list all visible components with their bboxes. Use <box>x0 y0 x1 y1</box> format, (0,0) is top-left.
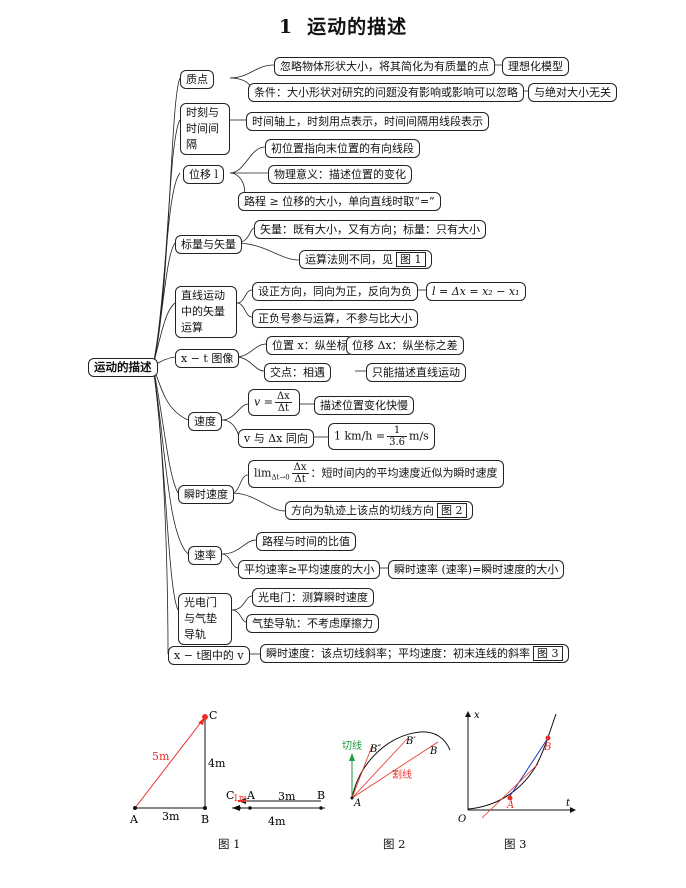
node-weiyi-c: 路程 ≥ 位移的大小，单向直线时取“=” <box>238 192 441 211</box>
node-shike: 时刻与时间间隔 <box>180 103 230 155</box>
node-zhidian-a2: 理想化模型 <box>502 57 569 76</box>
fig1-label-C: C <box>209 709 217 722</box>
fig2-secant: 割线 <box>392 768 412 781</box>
node-weiyi-a: 初位置指向末位置的有向线段 <box>265 139 420 158</box>
node-biaoliang: 标量与矢量 <box>175 235 242 254</box>
fig1-label-B: B <box>201 813 209 826</box>
node-guangdian-b: 气垫导轨：不考虑摩擦力 <box>246 614 379 633</box>
fig3-label-x: x <box>474 710 480 721</box>
node-sudu-a2: 描述位置变化快慢 <box>314 396 414 415</box>
figure-2-caption: 图 2 <box>383 837 406 851</box>
node-xt-a2: 位移 Δx：纵坐标之差 <box>346 336 464 355</box>
node-biaoliang-b: 运算法则不同，见图 1 <box>299 250 432 269</box>
node-xt-a: 位置 x：纵坐标 <box>266 336 354 355</box>
fig1-label-BC: 4m <box>208 757 226 770</box>
figure-ref: 图 3 <box>533 646 563 661</box>
figure-2: A B B′ B″ 切线 割线 <box>342 731 451 809</box>
fig2-label-A: A <box>353 798 361 809</box>
node-sudu-b: v 与 Δx 同向 <box>238 429 314 448</box>
fig2-label-B1: B′ <box>405 736 416 747</box>
figure-3-caption: 图 3 <box>504 837 527 851</box>
node-shunshi-b: 方向为轨迹上该点的切线方向图 2 <box>285 501 473 520</box>
node-guangdian-a: 光电门：测算瞬时速度 <box>252 588 374 607</box>
fig1-label-AC: 5m <box>152 750 170 763</box>
node-sulv-b2: 瞬时速率 (速率)=瞬时速度的大小 <box>388 560 565 579</box>
figure-3: x t O A B <box>458 710 576 825</box>
node-weiyi-b: 物理意义：描述位置的变化 <box>268 165 412 184</box>
fig1-label-A: A <box>129 813 139 826</box>
node-xt-b: 交点：相遇 <box>264 363 331 382</box>
fig2-label-B: B <box>429 746 437 757</box>
node-sudu: 速度 <box>188 412 222 431</box>
node-biaoliang-a: 矢量：既有大小，又有方向；标量：只有大小 <box>254 220 486 239</box>
fig1-line-B: B <box>317 789 325 802</box>
node-xtv-a: 瞬时速度：该点切线斜率；平均速度：初末连线的斜率图 3 <box>260 644 569 663</box>
fig1-line-total: 4m <box>268 815 286 828</box>
node-sulv-b: 平均速率≥平均速度的大小 <box>238 560 381 579</box>
node-zhidian-a: 忽略物体形状大小，将其简化为有质量的点 <box>274 57 495 76</box>
fig3-label-t: t <box>566 798 571 809</box>
node-zhidian-b: 条件：大小形状对研究的问题没有影响或影响可以忽略 <box>248 83 524 102</box>
figure-ref: 图 1 <box>396 252 426 267</box>
figure-ref: 图 2 <box>437 503 467 518</box>
node-xtv: x − t图中的 v <box>168 646 250 665</box>
fig2-tangent: 切线 <box>342 739 362 752</box>
fig1-line-C: C <box>226 789 234 802</box>
node-guangdian: 光电门与气垫导轨 <box>178 593 232 645</box>
node-zhidian: 质点 <box>180 70 214 89</box>
node-xt-b2: 只能描述直线运动 <box>366 363 466 382</box>
fig2-label-B2: B″ <box>369 744 381 755</box>
node-sulv: 速率 <box>188 546 222 565</box>
fig3-label-B: B <box>543 742 551 753</box>
fig1-line-A: A <box>246 789 256 802</box>
node-sulv-a: 路程与时间的比值 <box>256 532 356 551</box>
node-weiyi: 位移 l <box>183 165 225 184</box>
fig1-line-AB: 3m <box>278 790 296 803</box>
node-zhixian-a2: l = Δx = x₂ − x₁ <box>426 282 526 301</box>
fig3-label-O: O <box>458 814 466 825</box>
node-shike-a: 时间轴上，时刻用点表示，时间间隔用线段表示 <box>246 112 489 131</box>
root-node: 运动的描述 <box>88 358 158 377</box>
node-zhixian-a: 设正方向，同向为正，反向为负 <box>252 282 418 301</box>
node-zhixian-b: 正负号参与运算，不参与比大小 <box>252 309 418 328</box>
fig3-label-A: A <box>506 800 514 811</box>
node-zhixian: 直线运动中的矢量运算 <box>175 286 237 338</box>
fig1-line-CA: 1m <box>233 794 248 804</box>
figure-1: A B C 3m 4m 5m C 1m A B 3m 4m <box>129 709 325 828</box>
node-shunshi: 瞬时速度 <box>178 485 234 504</box>
figure-1-caption: 图 1 <box>218 837 241 851</box>
fig1-label-AB: 3m <box>162 810 180 823</box>
node-zhidian-b2: 与绝对大小无关 <box>528 83 617 102</box>
node-xt: x − t 图像 <box>175 349 240 368</box>
